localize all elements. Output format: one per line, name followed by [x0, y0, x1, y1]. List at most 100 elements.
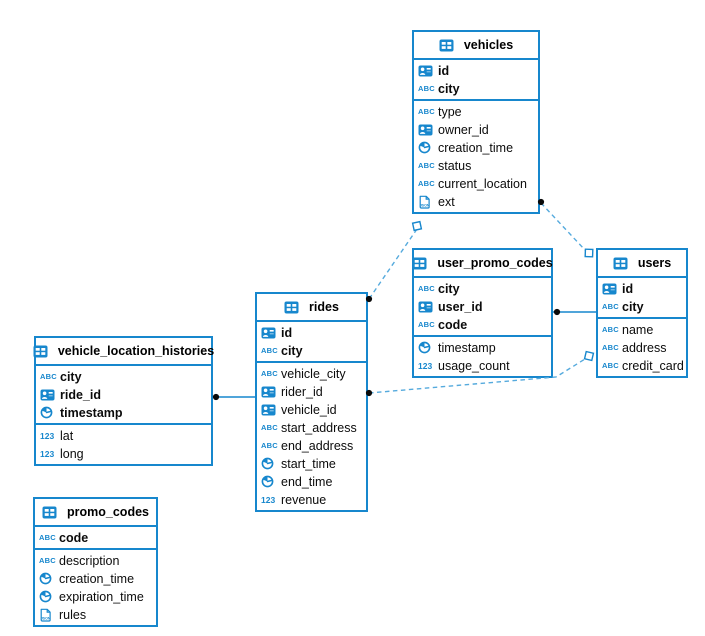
column-name: timestamp [60, 405, 123, 420]
column-name: address [622, 340, 667, 355]
column-revenue[interactable]: 123 revenue [257, 491, 366, 509]
column-name: lat [60, 428, 74, 443]
column-creation_time[interactable]: creation_time [414, 139, 538, 157]
table-header-icon [613, 257, 633, 270]
time-icon [261, 475, 281, 488]
column-name: revenue [281, 492, 327, 507]
id-badge-icon [418, 124, 438, 136]
table-name: vehicle_location_histories [57, 344, 215, 358]
column-id[interactable]: id [257, 324, 366, 342]
column-name: code [59, 530, 89, 545]
column-rider_id[interactable]: rider_id [257, 383, 366, 401]
column-name: vehicle_id [281, 402, 337, 417]
time-icon [39, 590, 59, 603]
column-expiration_time[interactable]: expiration_time [35, 588, 156, 606]
table-header[interactable]: vehicles [414, 32, 538, 60]
text-icon: ABC [261, 441, 278, 450]
column-name: timestamp [438, 340, 496, 355]
relation-diamond-marker [583, 350, 595, 362]
text-icon: ABC [602, 361, 619, 370]
table-name: vehicles [463, 38, 514, 52]
column-timestamp[interactable]: timestamp [414, 339, 551, 357]
column-name: city [438, 81, 460, 96]
number-icon: 123 [261, 494, 276, 505]
table-name: rides [309, 300, 339, 314]
column-name: vehicle_city [281, 366, 346, 381]
text-icon: ABC [261, 423, 278, 432]
time-icon [40, 406, 60, 419]
column-name: city [60, 369, 82, 384]
table-header[interactable]: users [598, 250, 686, 278]
column-timestamp[interactable]: timestamp [36, 404, 211, 422]
column-id[interactable]: id [598, 280, 686, 298]
id-badge-icon [261, 404, 281, 416]
time-icon [39, 572, 59, 585]
text-icon: ABC [418, 284, 435, 293]
relation-dot-marker [553, 308, 561, 316]
text-icon: ABC [602, 343, 619, 352]
relation-user_promo_codes-users[interactable] [553, 308, 596, 316]
table-header[interactable]: user_promo_codes [412, 250, 553, 278]
table-header[interactable]: rides [257, 294, 366, 322]
column-id[interactable]: id [414, 62, 538, 80]
relation-diamond-marker [411, 220, 423, 232]
table-header[interactable]: promo_codes [35, 499, 156, 527]
column-owner_id[interactable]: owner_id [414, 121, 538, 139]
json-icon: JSON [39, 608, 59, 622]
column-creation_time[interactable]: creation_time [35, 570, 156, 588]
text-icon: ABC [602, 302, 619, 311]
table-name: user_promo_codes [437, 256, 553, 270]
id-badge-icon [602, 283, 622, 295]
text-icon: ABC [39, 533, 56, 542]
text-icon: ABC [418, 84, 435, 93]
svg-text:JSON: JSON [420, 203, 430, 207]
time-icon [261, 457, 281, 470]
text-icon: ABC [418, 179, 435, 188]
relation-vehicle_location_histories-rides[interactable] [212, 393, 255, 401]
time-icon [418, 341, 438, 354]
column-end_time[interactable]: end_time [257, 473, 366, 491]
column-start_time[interactable]: start_time [257, 455, 366, 473]
column-ride_id[interactable]: ride_id [36, 386, 211, 404]
column-vehicle_id[interactable]: vehicle_id [257, 401, 366, 419]
column-name: ride_id [60, 387, 101, 402]
table-header-icon [284, 301, 304, 314]
table-header[interactable]: vehicle_location_histories [33, 338, 215, 366]
column-user_id[interactable]: user_id [414, 298, 551, 316]
relation-diamond-marker [584, 248, 594, 258]
